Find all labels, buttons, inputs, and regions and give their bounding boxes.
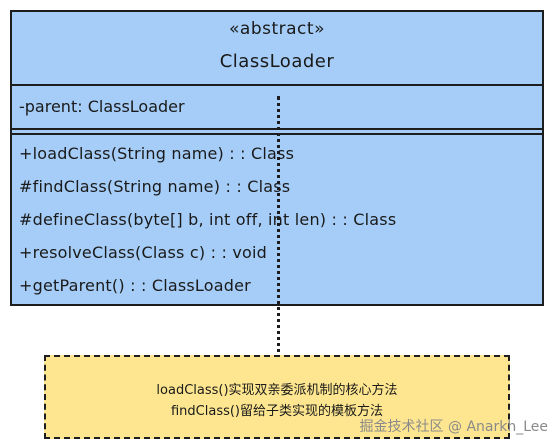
class-stereotype: «abstract» (229, 19, 325, 39)
note-connector-line (277, 96, 280, 438)
watermark: 掘金技术社区 @ Anarkh_Lee (359, 419, 548, 435)
note-line-load-class: loadClass()实现双亲委派机制的核心方法 (156, 383, 398, 398)
class-header: «abstract» ClassLoader (12, 12, 542, 86)
class-loader-box: «abstract» ClassLoader -parent: ClassLoa… (10, 10, 544, 306)
attribute-parent: -parent: ClassLoader (19, 97, 185, 116)
note-line-find-class: findClass()留给子类实现的模板方法 (170, 404, 384, 419)
method-define-class: #defineClass(byte[] b, int off, int len)… (19, 210, 397, 229)
class-name: ClassLoader (219, 51, 335, 72)
method-find-class: #findClass(String name) : : Class (19, 177, 291, 196)
method-get-parent: +getParent() : : ClassLoader (19, 276, 251, 295)
note-box: loadClass()实现双亲委派机制的核心方法 findClass()留给子类… (44, 355, 510, 439)
method-resolve-class: +resolveClass(Class c) : : void (19, 243, 268, 262)
method-load-class: +loadClass(String name) : : Class (19, 144, 295, 163)
